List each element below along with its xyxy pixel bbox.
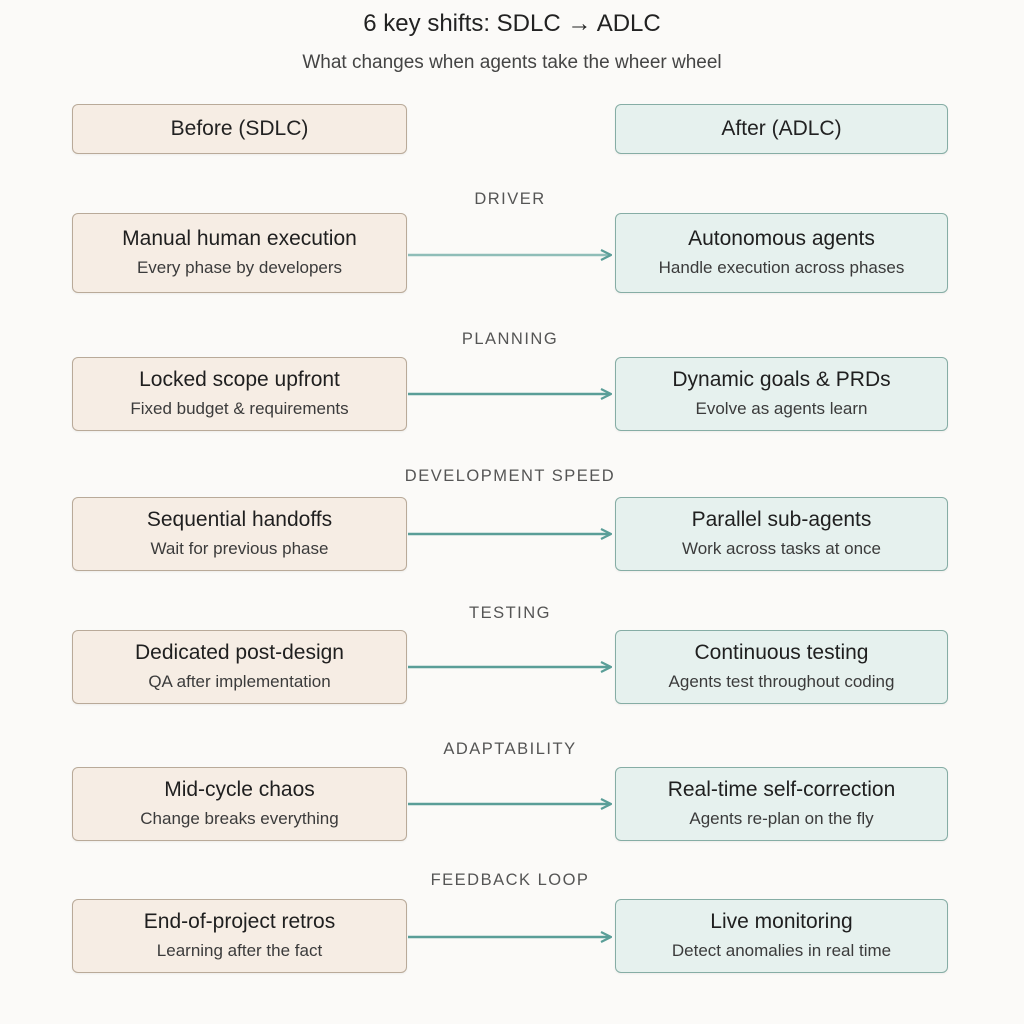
before-card-desc: Learning after the fact — [156, 941, 323, 960]
after-card-planning: Dynamic goals & PRDs Evolve as agents le… — [615, 357, 948, 431]
before-card-desc: Change breaks everything — [140, 809, 339, 828]
category-label-driver: DRIVER — [474, 190, 546, 208]
before-card-driver: Manual human execution Every phase by de… — [72, 213, 407, 293]
before-card-desc: Wait for previous phase — [150, 539, 329, 558]
after-card-driver: Autonomous agents Handle execution acros… — [615, 213, 948, 293]
after-card-desc: Work across tasks at once — [681, 539, 882, 558]
after-card-title: Parallel sub-agents — [691, 508, 872, 531]
after-column-header: After (ADLC) — [615, 104, 948, 154]
before-card-title: Dedicated post-design — [135, 641, 344, 664]
after-card-title: Continuous testing — [694, 641, 869, 664]
after-card-desc: Evolve as agents learn — [695, 399, 868, 418]
page-subtitle: What changes when agents take the wheer … — [302, 52, 722, 73]
after-card-title: Dynamic goals & PRDs — [672, 368, 891, 391]
after-card-desc: Detect anomalies in real time — [671, 941, 892, 960]
before-card-adaptability: Mid-cycle chaos Change breaks everything — [72, 767, 407, 841]
category-label-development-speed: DEVELOPMENT SPEED — [404, 467, 616, 485]
category-label-feedback-loop: FEEDBACK LOOP — [430, 871, 590, 889]
after-card-desc: Agents test throughout coding — [668, 672, 895, 691]
category-label-adaptability: ADAPTABILITY — [443, 740, 577, 758]
before-card-desc: QA after implementation — [148, 672, 331, 691]
after-card-adaptability: Real-time self-correction Agents re-plan… — [615, 767, 948, 841]
after-card-title: Live monitoring — [710, 910, 853, 933]
after-card-desc: Handle execution across phases — [658, 258, 905, 277]
before-card-testing: Dedicated post-design QA after implement… — [72, 630, 407, 704]
after-card-feedback-loop: Live monitoring Detect anomalies in real… — [615, 899, 948, 973]
category-label-planning: PLANNING — [461, 330, 559, 348]
after-card-testing: Continuous testing Agents test throughou… — [615, 630, 948, 704]
before-card-title: Locked scope upfront — [139, 368, 340, 391]
after-card-title: Real-time self-correction — [667, 778, 896, 801]
before-card-title: End-of-project retros — [143, 910, 336, 933]
page-title: 6 key shifts: SDLC → ADLC — [363, 10, 661, 37]
after-card-desc: Agents re-plan on the fly — [689, 809, 874, 828]
before-card-title: Mid-cycle chaos — [164, 778, 315, 801]
before-column-header: Before (SDLC) — [72, 104, 407, 154]
before-card-development-speed: Sequential handoffs Wait for previous ph… — [72, 497, 407, 571]
after-card-development-speed: Parallel sub-agents Work across tasks at… — [615, 497, 948, 571]
before-card-desc: Every phase by developers — [136, 258, 343, 277]
before-card-title: Sequential handoffs — [146, 508, 333, 531]
before-card-feedback-loop: End-of-project retros Learning after the… — [72, 899, 407, 973]
before-card-desc: Fixed budget & requirements — [130, 399, 349, 418]
before-card-title: Manual human execution — [122, 227, 357, 250]
category-label-testing: TESTING — [468, 604, 551, 622]
after-card-title: Autonomous agents — [688, 227, 875, 250]
before-card-planning: Locked scope upfront Fixed budget & requ… — [72, 357, 407, 431]
